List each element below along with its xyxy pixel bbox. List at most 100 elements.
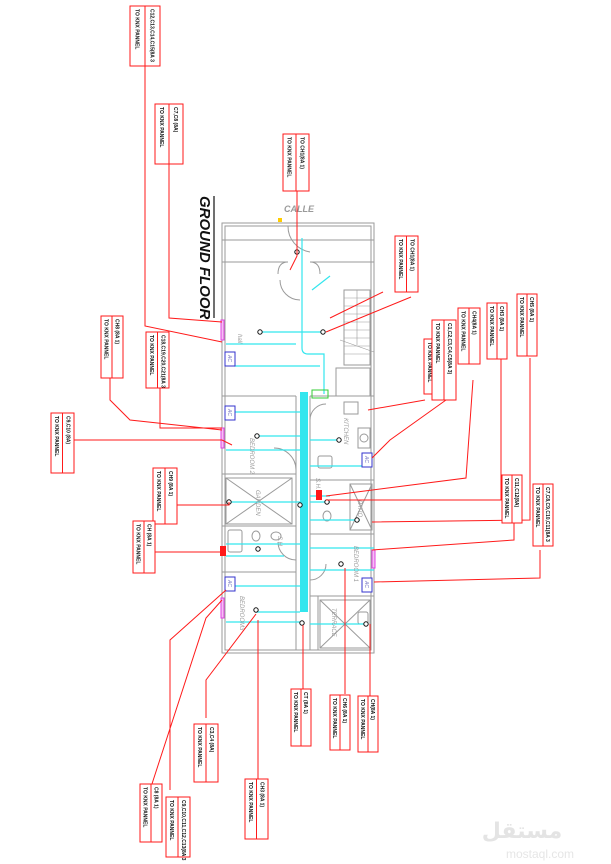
circuit-id-label: C9,C10,C11,C12,C13(8A 3 bbox=[180, 800, 186, 861]
svg-text:AC: AC bbox=[226, 354, 232, 362]
circuit-destination-label: TO KNX PANNEL bbox=[158, 107, 164, 147]
circuit-id-label: CH4(8A 1) bbox=[471, 311, 477, 335]
circuit-tag[interactable]: C18,C19,C20,C21(8A 3TO KNX PANNEL bbox=[145, 331, 170, 389]
circuit-tag[interactable]: CH (8A 1) TO KNX PANNEL bbox=[132, 520, 156, 574]
red-device-patio bbox=[316, 490, 322, 500]
circuit-id-label: CH3 (8A 1) bbox=[498, 306, 504, 331]
circuit-id-label: TO CH1(8A 1) bbox=[408, 239, 414, 271]
ac-unit[interactable]: AC bbox=[224, 576, 236, 592]
knx-module[interactable] bbox=[220, 427, 225, 449]
circuit-id-label: C1,C2,C3,C4,C5(8A 3) bbox=[446, 323, 452, 375]
svg-text:AC: AC bbox=[363, 455, 369, 463]
circuit-tag[interactable]: CH(8A 1) TO KNX PANNEL bbox=[357, 695, 379, 753]
circuit-id-label: C7,C8 (8A) bbox=[172, 107, 178, 133]
room-label-garden: GARDEN bbox=[254, 490, 260, 516]
circuit-id-label: CH (8A 1) bbox=[146, 524, 152, 547]
circuit-tag[interactable]: CH3 (8A 1) TO KNX PANNEL bbox=[244, 778, 269, 840]
knx-modules bbox=[220, 319, 376, 619]
circuit-destination-label: TO KNX PANNEL bbox=[434, 323, 440, 363]
room-labels: hall KITCHEN BEDROOM 2 GARDEN S.H. S.H. … bbox=[236, 334, 362, 638]
circuit-tag[interactable]: C7,C8 (8A) TO KNX PANNEL bbox=[154, 103, 184, 165]
circuit-tag[interactable]: C11,C12(8A) TO KNX PANNEL bbox=[501, 474, 523, 524]
circuit-destination-label: TO KNX PANNEL bbox=[53, 416, 59, 456]
building-walls bbox=[221, 222, 375, 654]
room-label-kitchen: KITCHEN bbox=[342, 418, 348, 445]
circuit-destination-label: TO KNX PANNEL bbox=[359, 699, 365, 739]
main-cable-trunk bbox=[300, 392, 308, 612]
circuit-id-label: C9,C10 (8A) bbox=[64, 416, 70, 444]
circuit-destination-label: TO KNX PANNEL bbox=[142, 787, 148, 827]
circuit-destination-label: TO KNX PANNEL bbox=[247, 782, 253, 822]
circuit-tag[interactable]: C9,C10 (8A) TO KNX PANNEL bbox=[50, 412, 75, 474]
circuit-destination-label: TO KNX PANNEL bbox=[331, 698, 337, 738]
circuit-id-label: C18,C19,C20,C21(8A 3 bbox=[159, 335, 165, 388]
circuit-destination-label: TO KNX PANNEL bbox=[460, 311, 466, 351]
circuit-destination-label: TO KNX PANNEL bbox=[196, 727, 202, 767]
cable-routes bbox=[226, 238, 374, 625]
circuit-tag[interactable]: TO CH1(8A 1) TO KNX PANNEL bbox=[394, 235, 419, 293]
circuit-destination-label: TO KNX PANNEL bbox=[134, 9, 140, 49]
circuit-destination-label: TO KNX PANNEL bbox=[168, 800, 174, 840]
circuit-destination-label: TO KNX PANNEL bbox=[135, 524, 141, 564]
circuit-destination-label: TO KNX PANNEL bbox=[518, 297, 524, 337]
circuit-id-label: C11,C12(8A) bbox=[513, 478, 519, 508]
entrance-marker bbox=[278, 218, 282, 222]
drawing-title: GROUND FLOOR bbox=[196, 196, 213, 319]
circuit-tag[interactable]: CH5 (8A 1) TO KNX PANNEL bbox=[516, 293, 538, 357]
red-device-sh2 bbox=[220, 546, 226, 556]
circuit-id-label: CH3 (8A 1) bbox=[258, 782, 264, 807]
circuit-destination-label: TO KNX PANNEL bbox=[426, 342, 432, 382]
circuit-tag[interactable]: TO CH1(8A 1) TO KNX PANNEL bbox=[282, 133, 310, 192]
circuit-tag[interactable]: CT (8A 1) TO KNX PANNEL bbox=[290, 688, 312, 747]
circuit-id-label: CH5 (8A 1) bbox=[528, 297, 534, 322]
svg-text:AC: AC bbox=[226, 408, 232, 416]
leader-lines bbox=[70, 66, 541, 791]
circuit-tag[interactable]: CH3 (8A 1) TO KNX PANNEL bbox=[486, 302, 508, 360]
svg-text:AC: AC bbox=[226, 579, 232, 587]
circuit-id-label: CH8 (8A 1) bbox=[114, 319, 120, 344]
circuit-tag[interactable]: CH6 (8A 1) TO KNX PANNEL bbox=[329, 694, 351, 751]
circuit-id-label: CH6 (8A 1) bbox=[341, 698, 347, 723]
circuit-tag[interactable]: C7,C8,C9,C10,C11(8A 3TO KNX PANNEL bbox=[532, 483, 554, 547]
circuit-tag[interactable]: CH9 (8A 1)TO KNX PANNEL bbox=[152, 467, 178, 525]
ac-unit[interactable]: AC bbox=[224, 351, 236, 367]
ac-unit[interactable]: AC bbox=[361, 577, 373, 593]
circuit-tag[interactable]: CH4(8A 1) TO KNX PANNEL bbox=[457, 307, 481, 365]
circuit-destination-label: TO KNX PANNEL bbox=[503, 478, 509, 518]
circuit-tag[interactable]: C12,C13,C14,C15(8A 3TO KNX PANNEL bbox=[129, 5, 161, 67]
circuit-id-label: CH(8A 1) bbox=[369, 699, 375, 720]
knx-module[interactable] bbox=[371, 549, 376, 569]
circuit-tag[interactable]: C3,C4 (8A) TO KNX PANNEL bbox=[193, 723, 219, 783]
ac-unit[interactable]: AC bbox=[361, 452, 373, 468]
room-label-sh2: S.H. bbox=[276, 536, 282, 548]
circuit-destination-label: TO KNX PANNEL bbox=[397, 239, 403, 279]
circuit-destination-label: TO KNX PANNEL bbox=[155, 471, 161, 511]
circuit-destination-label: TO KNX PANNEL bbox=[488, 306, 494, 346]
circuit-id-label: C8 (8A 1) bbox=[153, 787, 159, 809]
circuit-tag[interactable]: C1,C2,C3,C4,C5(8A 3) TO KNX PANNEL bbox=[431, 319, 457, 401]
svg-text:AC: AC bbox=[363, 580, 369, 588]
circuit-destination-label: TO KNX PANNEL bbox=[534, 487, 540, 527]
circuit-id-label: TO CH1(8A 1) bbox=[299, 137, 305, 169]
circuit-tag[interactable]: C9,C10,C11,C12,C13(8A 3 TO KNX PANNEL bbox=[165, 796, 191, 861]
ac-units: AC AC AC AC AC bbox=[224, 351, 373, 593]
room-label-bedroom2: BEDROOM 2 bbox=[248, 438, 254, 475]
watermark-arabic: مستقل bbox=[482, 819, 562, 844]
circuit-destination-label: TO KNX PANNEL bbox=[292, 692, 298, 732]
circuit-tags: C12,C13,C14,C15(8A 3TO KNX PANNEL C7,C8 (… bbox=[50, 5, 554, 861]
room-label-bedroom3: BEDROOM3 bbox=[238, 596, 244, 631]
knx-module[interactable] bbox=[220, 319, 225, 341]
circuit-destination-label: TO KNX PANNEL bbox=[103, 319, 109, 359]
ac-unit[interactable]: AC bbox=[224, 405, 236, 421]
watermark: مستقل mostaql.com bbox=[482, 819, 574, 861]
knx-module[interactable] bbox=[220, 597, 225, 619]
street-label: CALLE bbox=[284, 204, 315, 214]
circuit-destination-label: TO KNX PANNEL bbox=[286, 137, 292, 177]
circuit-tag[interactable]: C8 (8A 1) TO KNX PANNEL bbox=[139, 783, 163, 843]
room-label-sh1: S.H. bbox=[314, 478, 320, 490]
room-label-hall: hall bbox=[236, 334, 242, 344]
circuit-tag[interactable]: CH8 (8A 1) TO KNX PANNEL bbox=[100, 315, 124, 379]
circuit-id-label: C3,C4 (8A) bbox=[208, 727, 214, 753]
circuit-id-label: CT (8A 1) bbox=[302, 692, 308, 714]
